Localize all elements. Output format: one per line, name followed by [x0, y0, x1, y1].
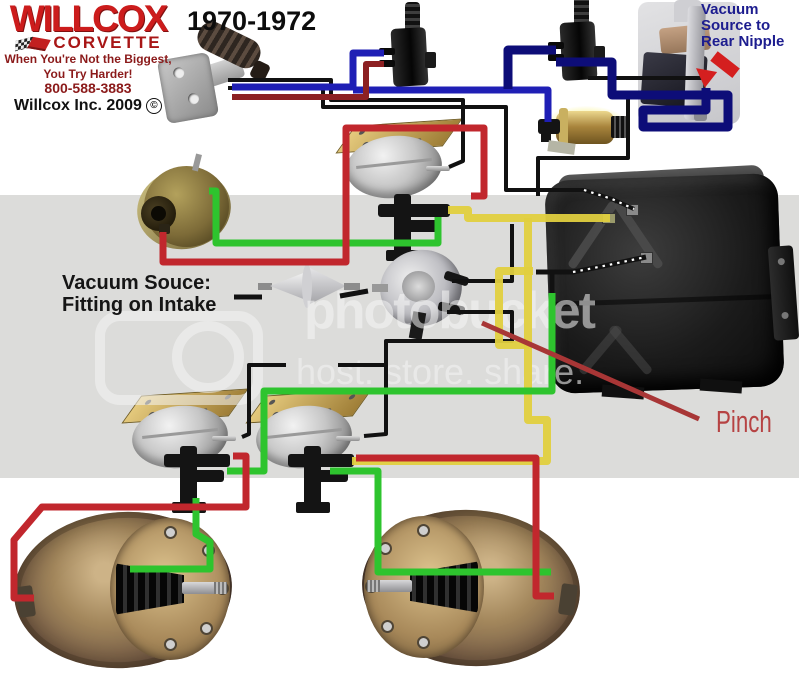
red-arrow-icon [689, 46, 746, 90]
valve-nipple [379, 60, 395, 67]
distribution-cap [402, 271, 435, 302]
bracket-hole [172, 66, 186, 80]
vacuum-source-label: Vacuum Souce: Fitting on Intake [62, 272, 217, 316]
screw [223, 394, 233, 400]
logo-slogan-line1: When You're Not the Biggest, [4, 52, 172, 66]
valve-ear [425, 52, 436, 68]
red-flag-icon [27, 36, 52, 51]
relay-manifold-arm [180, 470, 224, 482]
vacuum-storage-tank [544, 164, 799, 400]
check-valve-ribbed-tip [611, 116, 627, 138]
arrow-head [689, 60, 718, 88]
screw [267, 399, 277, 405]
bracket-hole [187, 92, 200, 106]
screw [347, 394, 357, 400]
diagram-title: 1970-1972 [187, 6, 317, 36]
headlight-control-valve-right [548, 0, 610, 86]
relay-manifold-arm [378, 204, 450, 217]
relay-manifold-arm [164, 454, 230, 467]
filter-center [302, 264, 312, 308]
logo-copyright: Willcox Inc. 2009© [2, 97, 174, 115]
copyright-symbol-icon: © [145, 98, 162, 114]
relay-dome-nipple [212, 436, 236, 441]
tank-foot [699, 378, 743, 394]
filter-cone [306, 266, 346, 306]
hose-blue-to-checkvalve [353, 86, 552, 122]
tank-bracket [767, 245, 799, 341]
bracket-hole [781, 311, 789, 320]
valve-ear [594, 46, 605, 62]
tank-foot [601, 384, 645, 400]
filter-cone [270, 272, 306, 300]
pinch-label: Pinch [716, 404, 772, 439]
stud [164, 638, 177, 651]
willcox-logo: WILLCOX CORVETTE When You're Not the Big… [2, 0, 174, 115]
rear-nipple-label: Vacuum Source to Rear Nipple [701, 1, 785, 50]
valve-nipple [548, 54, 564, 61]
stud [164, 526, 177, 539]
logo-phone: 800-588-3883 [44, 80, 132, 96]
valve-stem [574, 0, 589, 26]
stud [381, 620, 394, 633]
brass-check-valve [538, 100, 636, 158]
stud [417, 636, 430, 649]
stud [202, 544, 215, 557]
headlight-actuator-left [8, 504, 274, 676]
valve-stem [405, 2, 420, 32]
crossed-flags-icon [14, 36, 52, 51]
headlight-control-valve-left [379, 2, 441, 92]
logo-slogan-line2: You Try Harder! [43, 67, 133, 81]
stud [379, 542, 392, 555]
actuator-port-inner [151, 206, 166, 221]
logo-sub-brand: CORVETTE [53, 33, 162, 52]
relay-dome-nipple [336, 436, 360, 441]
relay-manifold-arm [394, 220, 438, 232]
valve-nipple [379, 48, 395, 55]
check-valve-bracket [547, 140, 576, 155]
screw [357, 129, 367, 135]
stud [417, 524, 430, 537]
valve-nipple [548, 42, 564, 49]
tank-body [544, 172, 785, 395]
screw [143, 399, 153, 405]
logo-brand: WILLCOX [9, 0, 169, 39]
bracket-hole [777, 257, 786, 266]
actuator-rod [182, 582, 216, 594]
distribution-valve [372, 241, 480, 344]
screw [437, 124, 447, 130]
tank-port [602, 213, 616, 224]
filter-stub [344, 283, 360, 290]
actuator-rod [378, 580, 412, 592]
stud [200, 622, 213, 635]
tank-port [640, 252, 653, 264]
override-actuator [130, 153, 244, 258]
distribution-inlet [372, 284, 388, 292]
headlight-actuator-right [320, 502, 586, 674]
actuator-rod-tip [367, 580, 380, 592]
valve-body [390, 27, 429, 87]
actuator-nipple [159, 224, 170, 234]
filter-stub [258, 283, 272, 290]
valve-body [559, 21, 598, 81]
rear-nipple [694, 106, 707, 121]
tank-port [626, 204, 639, 216]
inline-vacuum-filter [258, 262, 362, 314]
actuator-rod-tip [214, 582, 227, 594]
relay-dome-nipple [426, 166, 450, 171]
relay-manifold-foot [296, 502, 330, 513]
relay-manifold-arm [288, 454, 354, 467]
relay-manifold-arm [304, 470, 348, 482]
